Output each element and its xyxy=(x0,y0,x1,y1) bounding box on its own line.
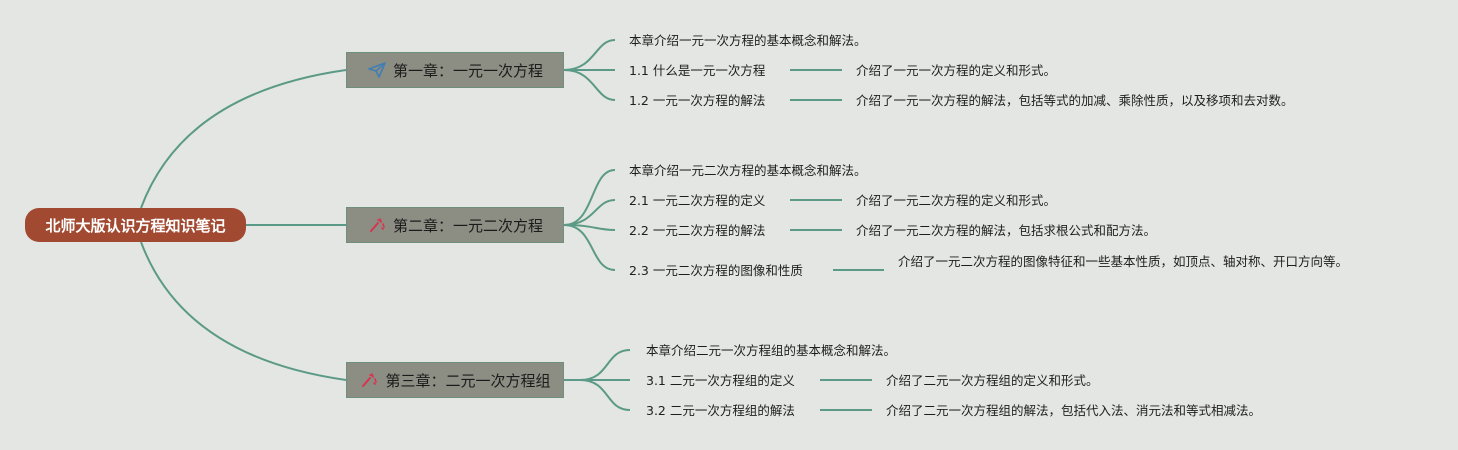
magic-wand-icon xyxy=(367,215,387,235)
section-1-1-title[interactable]: 1.1 什么是一元一次方程 xyxy=(629,63,766,78)
root-title: 北师大版认识方程知识笔记 xyxy=(45,216,226,235)
chapter-1-node[interactable]: 第一章：一元一次方程 xyxy=(346,52,564,88)
root-node[interactable]: 北师大版认识方程知识笔记 xyxy=(25,208,246,242)
ch2-intro-line xyxy=(563,169,616,226)
ch3-sec2-line xyxy=(579,379,631,411)
ch3-intro-line xyxy=(579,349,631,381)
section-3-1-desc[interactable]: 介绍了二元一次方程组的定义和形式。 xyxy=(886,373,1099,388)
paper-plane-icon xyxy=(367,60,387,80)
root-to-chapter-1-line xyxy=(140,69,347,209)
chapter-2-node[interactable]: 第二章：一元二次方程 xyxy=(346,207,564,243)
ch2-sec3-line xyxy=(563,224,616,271)
chapter-3-node[interactable]: 第三章：二元一次方程组 xyxy=(346,362,564,398)
section-3-1-title[interactable]: 3.1 二元一次方程组的定义 xyxy=(646,373,795,388)
section-2-2-desc[interactable]: 介绍了一元二次方程的解法，包括求根公式和配方法。 xyxy=(856,223,1157,238)
chapter-3-title: 第三章：二元一次方程组 xyxy=(385,371,551,390)
section-2-1-title[interactable]: 2.1 一元二次方程的定义 xyxy=(629,193,766,208)
section-2-3-desc[interactable]: 介绍了一元二次方程的图像特征和一些基本性质，如顶点、轴对称、开口方向等。 xyxy=(898,254,1349,269)
section-1-1-desc[interactable]: 介绍了一元一次方程的定义和形式。 xyxy=(856,63,1057,78)
chapter-3-intro[interactable]: 本章介绍二元一次方程组的基本概念和解法。 xyxy=(646,343,897,358)
section-1-2-title[interactable]: 1.2 一元一次方程的解法 xyxy=(629,93,766,108)
section-2-1-desc[interactable]: 介绍了一元二次方程的定义和形式。 xyxy=(856,193,1057,208)
section-2-2-title[interactable]: 2.2 一元二次方程的解法 xyxy=(629,223,766,238)
chapter-1-intro[interactable]: 本章介绍一元一次方程的基本概念和解法。 xyxy=(629,33,867,48)
root-to-chapter-3-line xyxy=(140,241,347,381)
section-3-2-desc[interactable]: 介绍了二元一次方程组的解法，包括代入法、消元法和等式相减法。 xyxy=(886,403,1262,418)
section-2-3-title[interactable]: 2.3 一元二次方程的图像和性质 xyxy=(629,263,803,278)
section-1-2-desc[interactable]: 介绍了一元一次方程的解法，包括等式的加减、乘除性质，以及移项和去对数。 xyxy=(856,93,1294,108)
magic-wand-icon xyxy=(359,370,379,390)
chapter-1-title: 第一章：一元一次方程 xyxy=(392,61,543,80)
ch1-intro-line xyxy=(563,39,616,71)
chapter-2-intro[interactable]: 本章介绍一元二次方程的基本概念和解法。 xyxy=(629,163,867,178)
ch1-sec2-line xyxy=(563,69,616,101)
section-3-2-title[interactable]: 3.2 二元一次方程组的解法 xyxy=(646,403,795,418)
chapter-2-title: 第二章：一元二次方程 xyxy=(392,216,543,235)
